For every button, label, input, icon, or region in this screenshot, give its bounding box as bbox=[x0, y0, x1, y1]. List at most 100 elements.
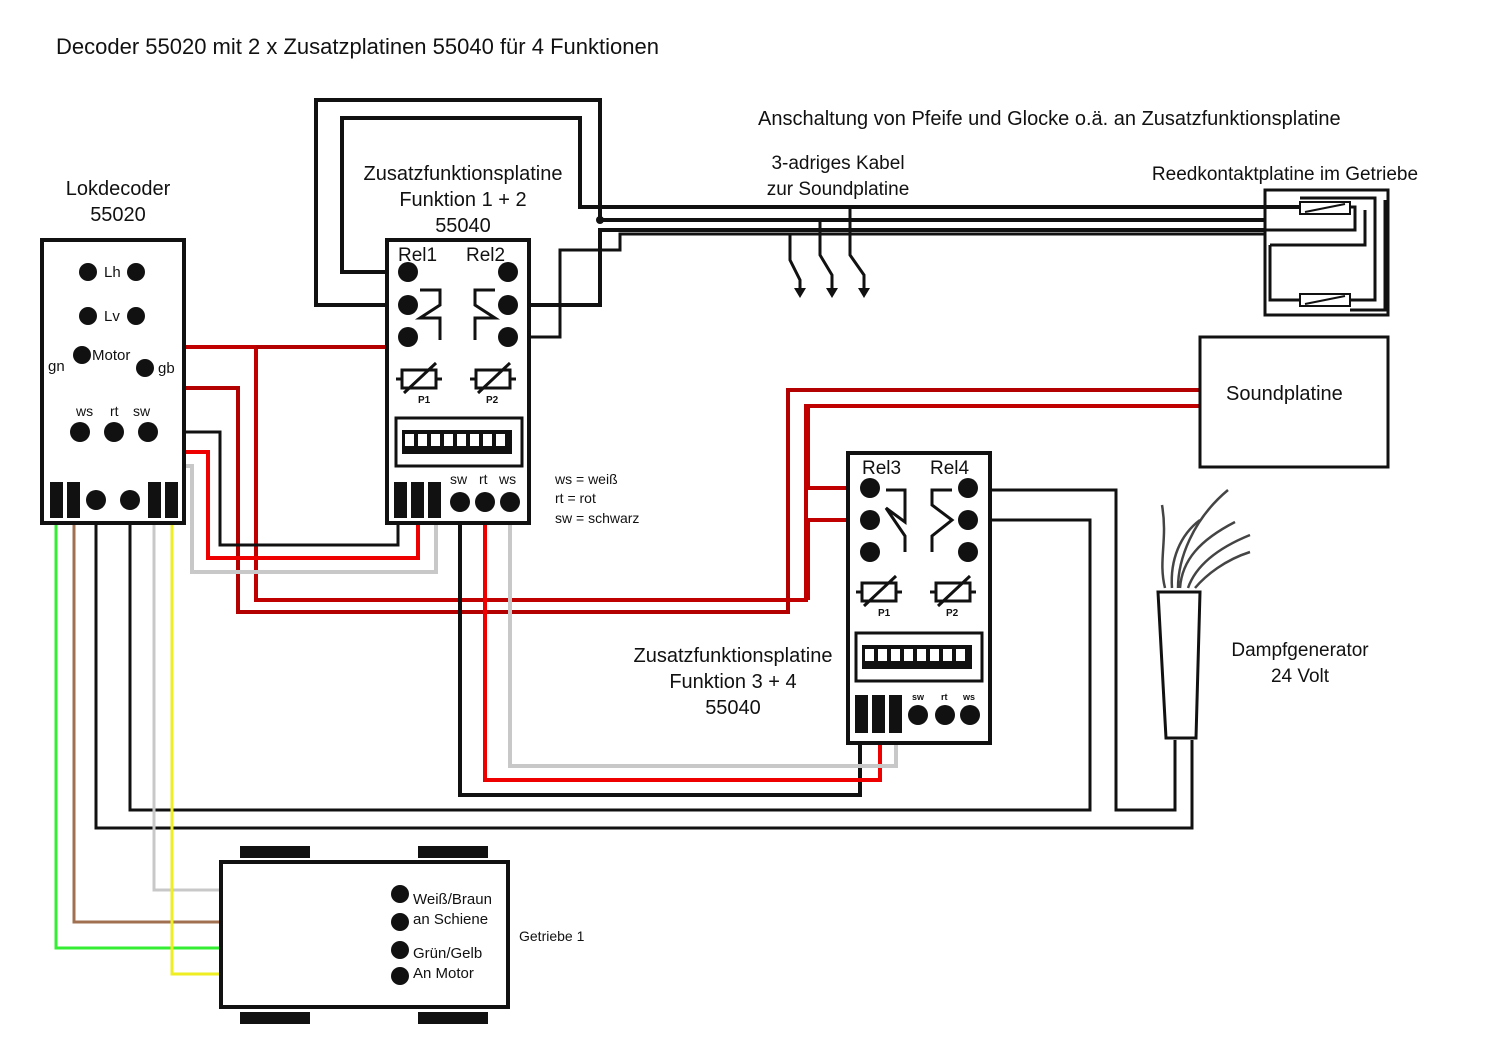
wire-rel2-out bbox=[508, 228, 1265, 307]
board2-rel3-pin-2 bbox=[860, 510, 880, 530]
gearbox-pin-1 bbox=[391, 885, 409, 903]
gearbox-body bbox=[219, 860, 510, 1009]
cable-tap-3 bbox=[848, 207, 866, 292]
decoder-label-sw: sw bbox=[133, 403, 151, 419]
gearbox-label-4: An Motor bbox=[413, 965, 474, 982]
board1-terminal-1 bbox=[394, 482, 407, 518]
sound-board: Soundplatine bbox=[1198, 335, 1390, 469]
decoder-pin-lv-b bbox=[127, 307, 145, 325]
board1-pin-ws bbox=[500, 492, 520, 512]
gearbox-pin-3 bbox=[391, 941, 409, 959]
decoder-55020: Lokdecoder 55020 Lh Lv Motor gn gb ws rt… bbox=[40, 178, 186, 525]
decoder-label-rt: rt bbox=[110, 403, 119, 419]
gearbox-label-2: an Schiene bbox=[413, 911, 488, 928]
wire-b1-ws bbox=[508, 502, 898, 768]
board2-rel4-pin-3 bbox=[958, 542, 978, 562]
board2-rel-b: Rel4 bbox=[930, 458, 970, 479]
board1-label-sw: sw bbox=[450, 471, 468, 487]
gearbox-label-3: Grün/Gelb bbox=[413, 945, 482, 962]
gearbox-title: Getriebe 1 bbox=[519, 928, 585, 944]
cable-tap-2 bbox=[818, 220, 834, 292]
cable-label-1: 3-adriges Kabel bbox=[771, 153, 904, 174]
sound-board-body bbox=[1198, 335, 1390, 469]
reed-wire-c bbox=[1268, 245, 1300, 302]
board2-name-1: Zusatzfunktionsplatine bbox=[633, 645, 832, 667]
gearbox-pin-4 bbox=[391, 967, 409, 985]
decoder-body bbox=[40, 238, 186, 525]
gearbox-1: Weiß/Braun an Schiene Grün/Gelb An Motor… bbox=[219, 846, 585, 1024]
board1-pot-p1: P1 bbox=[418, 395, 431, 406]
board1-relay1-switch bbox=[414, 288, 442, 340]
board2-rel3-pin-1 bbox=[860, 478, 880, 498]
decoder-pin-gn bbox=[73, 346, 91, 364]
board1-pin-sw bbox=[450, 492, 470, 512]
decoder-pin-lh-a bbox=[79, 263, 97, 281]
decoder-pin-sw bbox=[138, 422, 158, 442]
decoder-pin-lh-b bbox=[127, 263, 145, 281]
cable-arrow-1 bbox=[794, 288, 806, 298]
board2-rel-a: Rel3 bbox=[862, 458, 901, 479]
board-2-55040: Zusatzfunktionsplatine Funktion 3 + 4 55… bbox=[633, 451, 992, 745]
reed-board-body bbox=[1263, 188, 1390, 317]
board1-name-1: Zusatzfunktionsplatine bbox=[363, 163, 562, 185]
cable-arrow-3 bbox=[858, 288, 870, 298]
reed-wire-e bbox=[1350, 200, 1387, 312]
board2-pin-rt bbox=[935, 705, 955, 725]
decoder-pin-rt bbox=[104, 422, 124, 442]
gearbox-label-1: Weiß/Braun bbox=[413, 891, 492, 908]
board1-rel2-pin-1 bbox=[498, 262, 518, 282]
wire-rel4-b bbox=[128, 505, 1092, 812]
sound-board-label: Soundplatine bbox=[1226, 383, 1343, 405]
board-1-55040: Zusatzfunktionsplatine Funktion 1 + 2 55… bbox=[363, 163, 563, 525]
board1-relay2-switch bbox=[473, 288, 501, 340]
decoder-label-lv: Lv bbox=[104, 308, 120, 325]
board1-body bbox=[385, 238, 531, 525]
legend-sw: sw = schwarz bbox=[555, 510, 639, 526]
board2-name-2: Funktion 3 + 4 bbox=[669, 671, 796, 693]
decoder-terminal-5 bbox=[148, 482, 161, 518]
steam-plume-icon bbox=[1160, 489, 1251, 589]
board1-terminal-2 bbox=[411, 482, 424, 518]
board1-rel-a: Rel1 bbox=[398, 245, 437, 266]
board1-rel1-pin-1 bbox=[398, 262, 418, 282]
board1-name-3: 55040 bbox=[435, 215, 491, 237]
decoder-terminal-2 bbox=[67, 482, 80, 518]
board1-rel1-pin-2 bbox=[398, 295, 418, 315]
color-legend: ws = weiß rt = rot sw = schwarz bbox=[554, 471, 639, 526]
reed-wire-b bbox=[1270, 210, 1367, 247]
board2-name-3: 55040 bbox=[705, 697, 761, 719]
decoder-terminal-1 bbox=[50, 482, 63, 518]
decoder-terminal-4 bbox=[120, 490, 140, 510]
diagram-subtitle: Anschaltung von Pfeife und Glocke o.ä. a… bbox=[758, 108, 1341, 130]
board1-label-ws: ws bbox=[498, 471, 516, 487]
board2-terminal-3 bbox=[889, 695, 902, 733]
board1-dip-levers bbox=[405, 434, 505, 446]
reed-wire-d bbox=[1300, 196, 1377, 302]
board1-terminal-3 bbox=[428, 482, 441, 518]
board2-label-sw: sw bbox=[912, 692, 925, 702]
board2-dip-levers bbox=[865, 649, 965, 661]
legend-rt: rt = rot bbox=[555, 490, 596, 506]
board2-label-rt: rt bbox=[941, 692, 948, 702]
board1-pot-p2: P2 bbox=[486, 395, 499, 406]
gearbox-wheel-4 bbox=[418, 1012, 488, 1024]
wire-b1-rt bbox=[483, 502, 882, 782]
wire-rel1-loop-inner bbox=[340, 116, 1300, 274]
decoder-label-gn: gn bbox=[48, 358, 65, 375]
wire-rel1-loop-outer bbox=[314, 98, 1265, 307]
board2-rel3-pin-3 bbox=[860, 542, 880, 562]
wire-gb-red bbox=[143, 345, 1200, 602]
board1-rel2-pin-2 bbox=[498, 295, 518, 315]
decoder-label-motor: Motor bbox=[92, 347, 130, 364]
decoder-name-1: Lokdecoder bbox=[66, 178, 171, 200]
cable-label-2: zur Soundplatine bbox=[767, 179, 910, 200]
decoder-label-lh: Lh bbox=[104, 264, 121, 281]
steam-label-1: Dampfgenerator bbox=[1231, 640, 1369, 661]
decoder-label-ws: ws bbox=[75, 403, 93, 419]
decoder-terminal-3 bbox=[86, 490, 106, 510]
board2-label-ws: ws bbox=[962, 692, 975, 702]
steam-generator-body bbox=[1156, 590, 1202, 740]
decoder-name-2: 55020 bbox=[90, 204, 146, 226]
decoder-pin-ws bbox=[70, 422, 90, 442]
